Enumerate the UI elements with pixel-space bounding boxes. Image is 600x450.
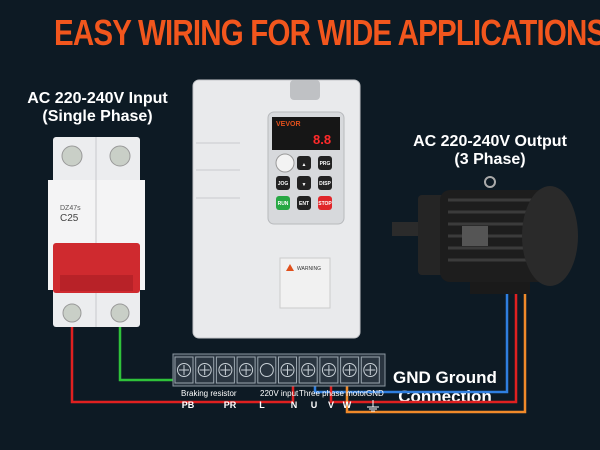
key-up-label: ▲ — [302, 162, 307, 168]
input-label: AC 220-240V Input (Single Phase) — [5, 90, 190, 126]
label-braking-resistor: Braking resistor — [181, 389, 237, 398]
key-disp[interactable] — [318, 176, 332, 190]
key-prg-label: PRG — [320, 161, 331, 167]
motor-terminal-box — [462, 226, 488, 246]
wire-u-blue — [313, 292, 509, 394]
circuit-breaker: DZ47s C25 — [48, 137, 145, 327]
terminal-screw[interactable] — [278, 356, 297, 384]
output-label-line2: (3 Phase) — [454, 151, 526, 168]
key-run-label: RUN — [278, 201, 289, 207]
vfd-unit: VEVOR 8.8 — [192, 79, 361, 339]
key-prg[interactable] — [318, 156, 332, 170]
input-label-line2: (Single Phase) — [42, 108, 153, 125]
electric-motor — [392, 176, 578, 294]
key-down[interactable] — [297, 176, 311, 190]
terminal-screw[interactable] — [174, 356, 194, 384]
terminal-screw[interactable] — [340, 356, 360, 384]
key-jog-label: JOG — [278, 181, 289, 187]
terminal-screw[interactable] — [360, 356, 380, 384]
headline: EASY WIRING FOR WIDE APPLICATIONS — [54, 12, 600, 53]
pin-w: W — [343, 400, 352, 410]
vfd-brand: VEVOR — [276, 121, 301, 128]
input-label-line1: AC 220-240V Input — [27, 90, 168, 107]
vfd-display — [272, 117, 340, 150]
terminal-screw[interactable] — [195, 356, 215, 384]
key-ent-label: ENT — [299, 201, 309, 207]
pin-pr: PR — [224, 400, 237, 410]
ground-icon — [367, 400, 379, 412]
vfd-display-value: 8.8 — [313, 132, 331, 147]
pin-u: U — [311, 400, 318, 410]
key-stop-label: STOP — [318, 201, 332, 207]
label-gnd: GND — [366, 389, 384, 398]
pin-l: L — [259, 400, 265, 410]
key-run[interactable] — [276, 196, 290, 210]
key-stop[interactable] — [318, 196, 332, 210]
key-disp-label: DISP — [319, 181, 331, 187]
warning-text: WARNING — [297, 266, 321, 272]
wire-live-red — [70, 312, 295, 404]
warning-label: WARNING — [279, 257, 331, 309]
breaker-rating: C25 — [60, 213, 79, 224]
terminal-screw[interactable] — [298, 356, 318, 384]
pin-v: V — [328, 400, 334, 410]
pin-n: N — [291, 400, 298, 410]
warning-icon — [286, 264, 294, 271]
key-jog[interactable] — [276, 176, 290, 190]
terminal-block — [172, 353, 386, 387]
label-three-phase-motor: Three phase motor — [299, 389, 367, 398]
output-label-line1: AC 220-240V Output — [413, 133, 567, 150]
gnd-label-line1: GND Ground — [393, 368, 497, 387]
terminal-screw[interactable] — [236, 356, 256, 384]
wire-v-red — [329, 292, 518, 404]
terminal-screw[interactable] — [319, 356, 339, 384]
key-ent[interactable] — [297, 196, 311, 210]
output-label: AC 220-240V Output (3 Phase) — [395, 133, 585, 169]
pin-pb: PB — [182, 400, 195, 410]
terminal-screw[interactable] — [257, 356, 277, 384]
wire-w-orange — [345, 292, 527, 414]
key-up[interactable] — [297, 156, 311, 170]
vfd-keypad: ▲ PRG JOG ▼ DISP RUN ENT STOP — [276, 156, 332, 210]
vfd-knob[interactable] — [275, 153, 295, 173]
breaker-model: DZ47s — [60, 205, 81, 212]
key-down-label: ▼ — [302, 182, 307, 188]
terminal-screw[interactable] — [215, 356, 235, 384]
label-220v-input: 220V input — [260, 389, 299, 398]
